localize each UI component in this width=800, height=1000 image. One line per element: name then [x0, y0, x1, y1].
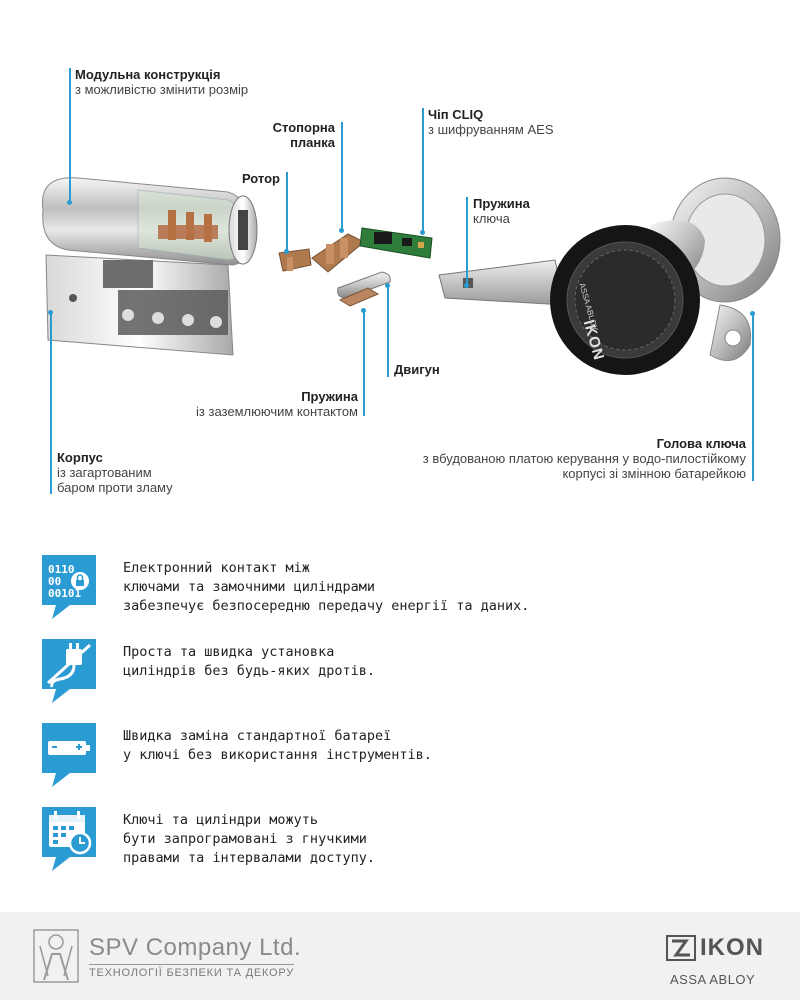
leader-dot-rotor — [284, 249, 289, 254]
label-key-head: Голова ключа з вбудованою платою керуван… — [330, 436, 746, 481]
spv-logo-icon — [33, 929, 79, 983]
product-diagram: IKON ASSA ABLOY Модульна конструкція з м… — [41, 67, 781, 495]
label-chip: Чіп CLIQ з шифруванням AES — [428, 107, 554, 137]
leader-body — [50, 312, 52, 494]
label-spring-ground-title: Пружина — [301, 389, 358, 404]
svg-text:0110: 0110 — [48, 563, 75, 576]
label-spring-key: Пружина ключа — [473, 196, 530, 226]
label-motor: Двигун — [394, 362, 440, 377]
leader-key-head — [752, 313, 754, 481]
company-tagline: ТЕХНОЛОГІЇ БЕЗПЕКИ ТА ДЕКОРУ — [89, 964, 295, 979]
label-modular-title: Модульна конструкція — [75, 67, 221, 82]
rotor-part-illustration — [278, 248, 312, 272]
footer: SPV Company Ltd. ТЕХНОЛОГІЇ БЕЗПЕКИ ТА Д… — [0, 912, 800, 1000]
label-body-sub2: баром проти зламу — [57, 480, 173, 495]
leader-dot-motor — [385, 283, 390, 288]
feature-text: Швидка заміна стандартної батареї у ключ… — [123, 728, 432, 763]
label-spring-ground-sub: із заземлюючим контактом — [196, 404, 358, 419]
label-body-sub1: із загартованим — [57, 465, 152, 480]
leader-spring-key — [466, 197, 468, 285]
label-stopper-title2: планка — [290, 135, 335, 150]
label-body-title: Корпус — [57, 450, 103, 465]
feature-text: Ключі та циліндри можуть бути запрограмо… — [123, 812, 375, 866]
leader-modular — [69, 68, 71, 203]
leader-spring-ground — [363, 310, 365, 416]
leader-dot-key-head — [750, 311, 755, 316]
leader-dot-spring-key — [464, 283, 469, 288]
label-stopper-title1: Стопорна — [272, 120, 335, 135]
cylinder-illustration — [41, 177, 258, 356]
cliq-chip-illustration — [359, 227, 433, 259]
leader-dot-spring-ground — [361, 308, 366, 313]
label-spring-key-title: Пружина — [473, 196, 530, 211]
ikon-logo-icon — [666, 935, 696, 961]
feature-text: Проста та швидка установка циліндрів без… — [123, 644, 375, 679]
leader-dot-modular — [67, 200, 72, 205]
key-illustration — [438, 177, 781, 375]
company-name: SPV Company Ltd. — [89, 934, 302, 961]
label-key-head-sub1: з вбудованою платою керування у водо-пил… — [422, 451, 746, 466]
leader-dot-stopper — [339, 228, 344, 233]
label-spring-key-sub: ключа — [473, 211, 510, 226]
feature-item: 0110 00 00101 Електронний контакт між кл… — [40, 553, 760, 623]
label-chip-sub: з шифруванням AES — [428, 122, 554, 137]
calendar-clock-icon — [42, 807, 96, 871]
binary-lock-icon: 0110 00 00101 — [42, 555, 96, 619]
label-stopper: Стопорна планка — [240, 120, 335, 150]
leader-stopper — [341, 122, 343, 230]
battery-icon — [42, 723, 96, 787]
svg-text:00101: 00101 — [48, 587, 81, 600]
label-body: Корпус із загартованим баром проти зламу — [57, 450, 173, 495]
label-key-head-sub2: корпусі зі змінною батарейкою — [562, 466, 746, 481]
ground-spring-illustration — [338, 287, 380, 307]
feature-text: Електронний контакт між ключами та замоч… — [123, 560, 530, 614]
label-modular: Модульна конструкція з можливістю змінит… — [75, 67, 248, 97]
brand-ikon: IKON — [700, 934, 764, 961]
leader-dot-chip — [420, 230, 425, 235]
leader-motor — [387, 285, 389, 377]
label-spring-ground: Пружина із заземлюючим контактом — [140, 389, 358, 419]
motor-illustration — [337, 271, 391, 299]
leader-dot-body — [48, 310, 53, 315]
feature-item: Проста та швидка установка циліндрів без… — [40, 637, 760, 707]
leader-rotor — [286, 172, 288, 252]
label-motor-title: Двигун — [394, 362, 440, 377]
label-chip-title: Чіп CLIQ — [428, 107, 484, 122]
brand-assa-abloy: ASSA ABLOY — [670, 972, 756, 987]
label-modular-sub: з можливістю змінити розмір — [75, 82, 249, 97]
feature-item: Швидка заміна стандартної батареї у ключ… — [40, 721, 760, 791]
leader-chip — [422, 108, 424, 233]
label-rotor: Ротор — [200, 171, 280, 186]
feature-item: Ключі та циліндри можуть бути запрограмо… — [40, 805, 760, 875]
label-key-head-title: Голова ключа — [656, 436, 746, 451]
svg-text:00: 00 — [48, 575, 61, 588]
no-wire-plug-icon — [42, 639, 96, 703]
label-rotor-title: Ротор — [241, 171, 280, 186]
